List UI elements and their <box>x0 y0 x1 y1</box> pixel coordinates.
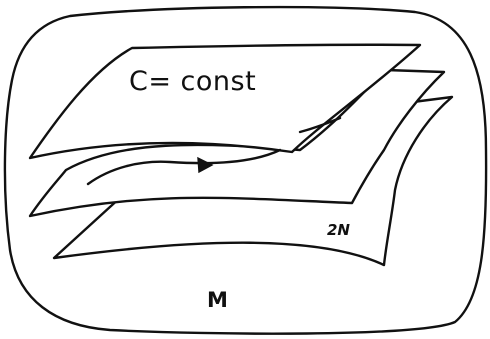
trajectory-arrowhead <box>197 156 214 174</box>
middle-leaf <box>28 68 446 218</box>
manifold-label: M <box>207 288 228 312</box>
trajectory-curve <box>86 148 282 186</box>
manifold-boundary <box>3 5 488 335</box>
dimension-label: 2N <box>327 221 350 239</box>
level-set-label: C= const <box>129 66 256 97</box>
leaf-edge-stroke <box>298 116 342 134</box>
top-leaf <box>28 43 422 160</box>
